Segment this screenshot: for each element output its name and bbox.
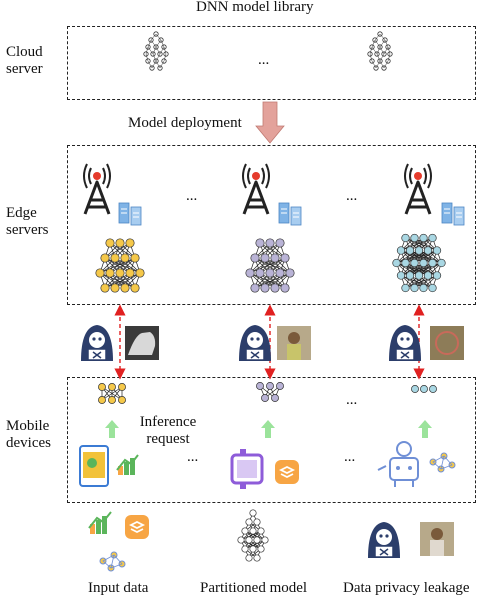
radio-tower-icon-1	[82, 162, 112, 216]
deploy-arrow-icon	[255, 101, 285, 144]
legend-data-privacy-leakage: Data privacy leakage	[343, 580, 470, 596]
edge-nn-purple	[245, 238, 295, 293]
mobile-nn-yellow	[98, 383, 126, 404]
hacker-icon-3	[388, 324, 422, 362]
hacker-icon-2	[238, 324, 272, 362]
legend-partitioned-model: Partitioned model	[200, 580, 308, 596]
edge-ellipsis-1: ...	[186, 188, 198, 204]
legend-graph-data-icon	[99, 551, 126, 572]
cloud-dnn-model-1	[143, 31, 169, 71]
cloud-dnn-model-2	[367, 31, 393, 71]
chart-icon-1	[116, 454, 139, 475]
radio-tower-icon-3	[403, 162, 433, 216]
diagram-title: DNN model library	[196, 0, 314, 15]
legend-nn	[237, 509, 269, 562]
model-deployment-label: Model deployment	[128, 115, 242, 131]
server-icon-2	[278, 202, 302, 226]
legend-hacker-icon	[367, 521, 401, 559]
smartwatch-icon	[230, 449, 264, 489]
mobile-partitioned-models	[98, 382, 437, 404]
up-arrow-icon-3	[418, 420, 432, 438]
edge-servers-label: Edge servers	[6, 205, 49, 238]
legend-layers-app-icon	[125, 515, 149, 539]
mobile-top-ellipsis: ...	[346, 392, 358, 408]
edge-nn-yellow	[95, 238, 145, 293]
mobile-ellipsis-1: ...	[187, 449, 199, 465]
up-arrow-icon-2	[261, 420, 275, 438]
mobile-ellipsis-2: ...	[344, 449, 356, 465]
mobile-nn-purple	[256, 382, 284, 402]
cloud-server-label: Cloud server	[6, 44, 43, 77]
up-arrow-icon-1	[105, 420, 119, 438]
legend-input-data: Input data	[88, 580, 149, 596]
cloud-ellipsis: ...	[258, 52, 270, 68]
robot-icon	[377, 441, 419, 487]
inference-request-label: Inference request	[139, 414, 197, 447]
smartphone-icon	[79, 445, 109, 487]
cloud-server-box	[67, 26, 476, 100]
mobile-nn-teal	[411, 385, 437, 393]
legend-partitioned-model-icon	[237, 509, 269, 562]
hacker-icon-1	[80, 324, 114, 362]
mobile-devices-label: Mobile devices	[6, 418, 51, 451]
layers-app-icon-1	[275, 460, 299, 484]
server-icon-1	[118, 202, 142, 226]
legend-chart-icon	[88, 511, 112, 534]
radio-tower-icon-2	[241, 162, 271, 216]
edge-neural-networks	[95, 233, 446, 293]
graph-data-icon-1	[429, 452, 456, 473]
edge-nn-teal	[392, 233, 446, 293]
edge-ellipsis-2: ...	[346, 188, 358, 204]
server-icon-3	[441, 202, 465, 226]
